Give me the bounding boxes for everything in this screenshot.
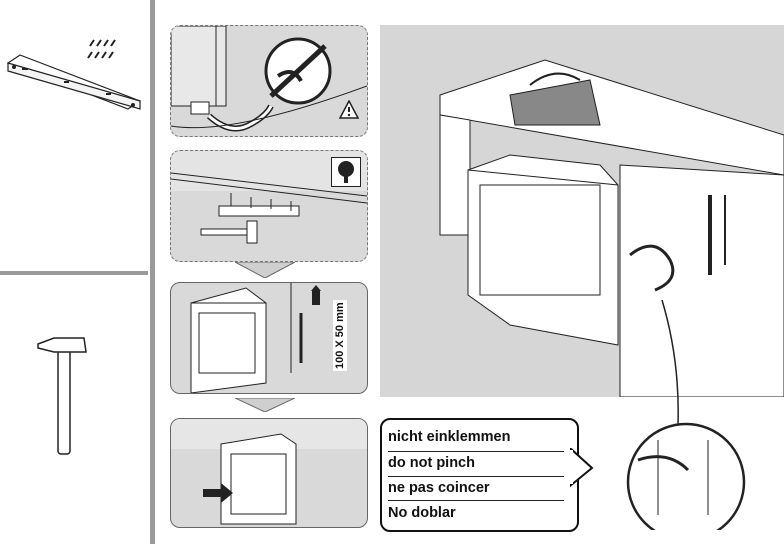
warning-separator — [388, 451, 564, 452]
main-illustration — [380, 25, 784, 397]
dimension-label: 100 X 50 mm — [333, 300, 347, 371]
warning-pointer — [570, 448, 594, 488]
warning-separator — [388, 500, 564, 501]
warning-separator — [388, 476, 564, 477]
hammer-icon — [37, 337, 87, 455]
step-panel-bracket-mounting — [170, 150, 368, 262]
step-panel-push-in — [170, 418, 368, 528]
warning-label-fr: ne pas coincer — [388, 480, 490, 496]
mounting-bracket-icon — [6, 54, 142, 110]
screws-icon — [87, 39, 116, 59]
column-divider — [0, 271, 148, 275]
no-kink-hose-icon — [264, 37, 332, 105]
warning-label-en: do not pinch — [388, 455, 475, 471]
parts-column — [0, 0, 150, 544]
do-not-pinch-warning-box: nicht einklemmen do not pinch ne pas coi… — [380, 418, 579, 532]
detail-zoom-circle — [626, 422, 746, 530]
leader-line — [661, 300, 679, 425]
step-panel-water-connection — [170, 25, 368, 137]
step-panel-insert-appliance: 100 X 50 mm — [170, 282, 368, 394]
page-divider — [150, 0, 155, 544]
wood-tree-icon — [331, 157, 361, 187]
arrow-down-icon — [235, 262, 295, 278]
arrow-down-icon — [235, 398, 295, 412]
warning-label-es: No doblar — [388, 505, 456, 521]
warning-label-de: nicht einklemmen — [388, 429, 511, 445]
warning-triangle-icon — [339, 100, 359, 119]
